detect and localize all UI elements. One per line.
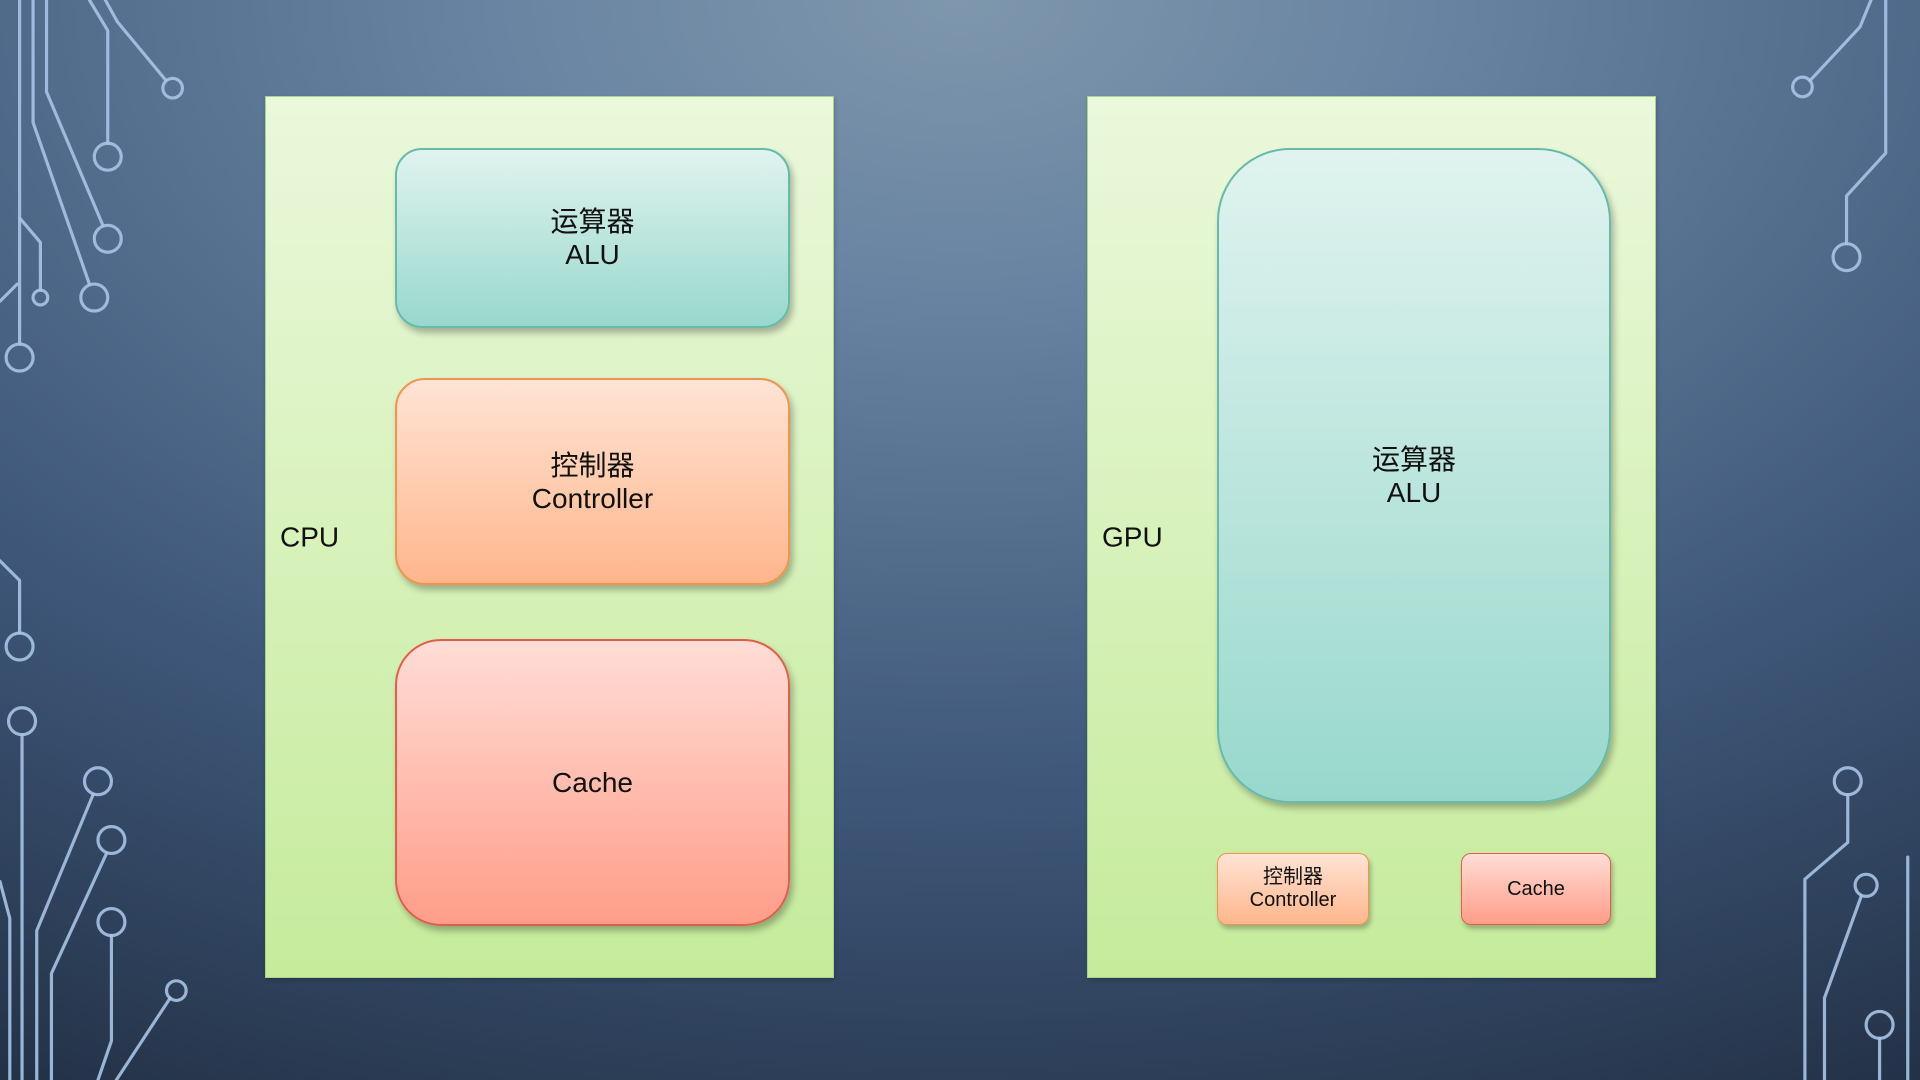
cpu-controller-name-en: Controller — [531, 482, 654, 514]
circuit-node — [161, 76, 185, 100]
circuit-node — [4, 631, 35, 662]
circuit-node — [31, 288, 50, 307]
gpu-alu-name-cn: 运算器 — [1371, 443, 1456, 475]
circuit-node — [79, 282, 110, 313]
circuit-left-bottom — [0, 559, 188, 1080]
circuit-node — [1831, 242, 1862, 273]
circuit-node — [82, 766, 114, 797]
circuit-right-bottom — [1803, 766, 1910, 1080]
cpu-cache-box: Cache — [395, 639, 790, 926]
circuit-trace — [0, 282, 19, 303]
circuit-trace — [1803, 793, 1850, 1080]
circuit-trace — [1844, 0, 1888, 246]
circuit-trace — [103, 0, 167, 82]
circuit-node — [164, 979, 188, 1002]
cpu-alu-name-cn: 运算器 — [550, 206, 635, 237]
circuit-trace — [18, 216, 42, 292]
circuit-trace — [96, 933, 114, 1080]
cpu-alu-box: 运算器 ALU — [395, 148, 790, 328]
circuit-node — [1853, 872, 1879, 898]
gpu-alu-name-en: ALU — [1386, 476, 1442, 508]
circuit-trace — [49, 851, 109, 1080]
gpu-cache-box: Cache — [1461, 853, 1611, 925]
circuit-node — [96, 824, 127, 856]
cpu-controller-name-cn: 控制器 — [550, 449, 635, 481]
circuit-left-top — [0, 0, 185, 373]
circuit-node — [1832, 766, 1863, 797]
circuit-trace — [87, 0, 110, 145]
circuit-trace — [1808, 0, 1873, 83]
circuit-node — [1864, 1009, 1895, 1040]
gpu-controller-name-en: Controller — [1249, 889, 1337, 911]
circuit-trace — [1822, 894, 1863, 1080]
gpu-controller-name-cn: 控制器 — [1263, 866, 1323, 888]
cpu-alu-name-en: ALU — [565, 239, 620, 270]
gpu-panel: GPU 运算器 ALU 控制器 Controller Cache — [1087, 96, 1656, 978]
gpu-alu-box: 运算器 ALU — [1217, 148, 1611, 803]
circuit-trace — [31, 0, 91, 286]
gpu-cache-name: Cache — [1507, 877, 1565, 900]
cpu-cache-name: Cache — [552, 767, 633, 798]
circuit-node — [1791, 75, 1814, 99]
circuit-node — [96, 906, 127, 938]
gpu-controller-box: 控制器 Controller — [1217, 853, 1369, 925]
cpu-panel: CPU 运算器 ALU 控制器 Controller Cache — [265, 96, 834, 978]
cpu-label: CPU — [280, 521, 340, 553]
circuit-trace — [114, 996, 172, 1080]
gpu-label: GPU — [1102, 521, 1163, 553]
circuit-trace — [0, 880, 12, 1080]
circuit-trace — [0, 559, 22, 635]
circuit-node — [92, 141, 123, 172]
circuit-trace — [35, 793, 95, 1080]
circuit-node — [6, 706, 38, 737]
circuit-node — [92, 223, 123, 254]
circuit-trace — [44, 0, 105, 227]
circuit-node — [4, 342, 35, 373]
circuit-right-top — [1791, 0, 1888, 273]
cpu-controller-box: 控制器 Controller — [395, 378, 790, 585]
